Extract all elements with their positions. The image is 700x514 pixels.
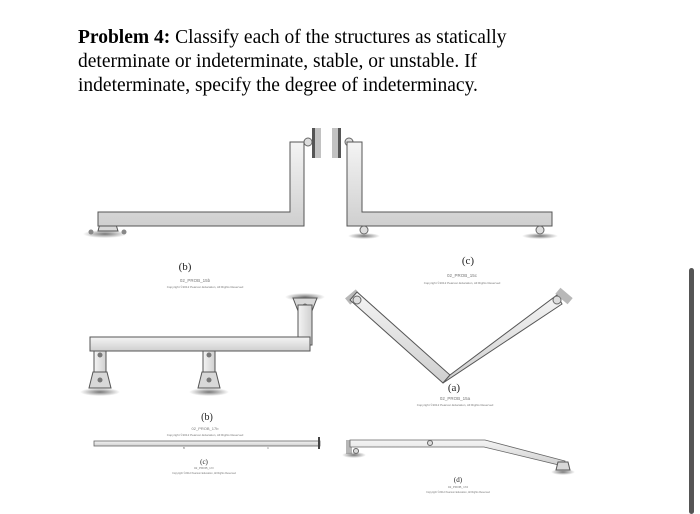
svg-text:B: B [183, 446, 185, 450]
figure-b-bottom-copyright: Copyright ©2012 Pearson Education, All R… [167, 433, 244, 437]
structure-b-top [83, 128, 321, 238]
problem-text: Classify each of the structures as stati… [78, 27, 507, 96]
figure-b-bottom-code: 02_PROB_17b [192, 426, 220, 431]
figure-b-top-copyright: Copyright ©2012 Pearson Education, All R… [167, 285, 244, 289]
structure-d [342, 439, 575, 475]
figure-a-copyright: Copyright ©2012 Pearson Education, All R… [417, 403, 494, 407]
structure-a [345, 287, 573, 384]
figure-c-copyright: Copyright ©2012 Pearson Education, All R… [424, 281, 501, 285]
figure-c-bottom-copyright: Copyright ©2012 Pearson Education, All R… [172, 472, 236, 475]
figure-a-label: (a) [448, 382, 461, 394]
figure-d-code: 02_PROB_17d [448, 485, 469, 489]
figure-c-bottom-code: 02_PROB_17c [194, 466, 215, 470]
figure-a-code: 02_PROB_15a [440, 396, 471, 401]
problem-number: Problem 4: [78, 27, 171, 48]
figure-c-bottom-label: (c) [200, 458, 208, 466]
figure-b-top-code: 02_PROB_15b [180, 278, 211, 283]
problem-statement: Problem 4: Classify each of the structur… [78, 26, 558, 98]
structure-c [332, 128, 558, 239]
figure-c-code: 02_PROB_15c [447, 273, 478, 278]
figure-b-bottom-label: (b) [201, 412, 213, 423]
svg-text:C: C [267, 446, 270, 450]
figure-b-top-label: (b) [179, 261, 192, 273]
structure-b-bottom [80, 293, 325, 396]
figure-c-label: (c) [462, 255, 475, 267]
structure-c-bottom: B C [93, 437, 321, 450]
figure-d-label: (d) [454, 476, 463, 484]
figure-d-copyright: Copyright ©2012 Pearson Education, All R… [426, 491, 490, 494]
scrollbar[interactable] [689, 268, 694, 514]
